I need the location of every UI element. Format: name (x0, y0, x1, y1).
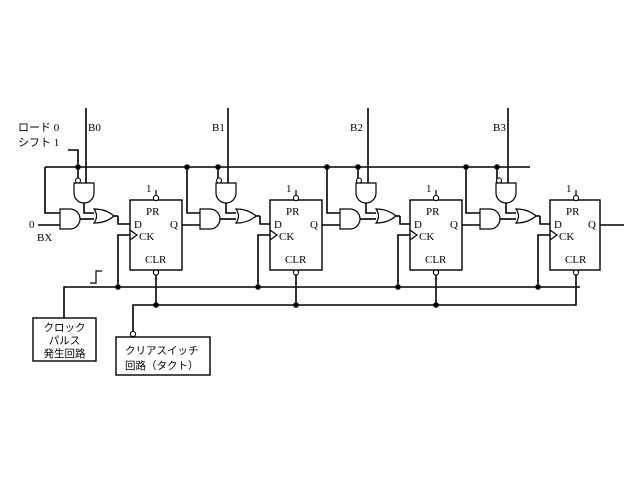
ff3-d-label: D (554, 219, 562, 231)
ff3-ck-label: CK (559, 231, 574, 243)
stage-1-logic (186, 167, 270, 230)
mode-shift-label: シフト 1 (18, 137, 59, 149)
mode-load-label: ロード 0 (18, 122, 60, 134)
flip-flop-1 (269, 194, 323, 276)
stage-3-logic (465, 167, 550, 230)
parallel-input-b1-label: B1 (212, 122, 225, 134)
ff1-pr-label: PR (286, 206, 300, 218)
ff0-clr-label: CLR (145, 254, 167, 266)
ff1-q-label: Q (310, 219, 318, 231)
mode-select-wire (45, 149, 530, 168)
stage-0-or-gate (92, 208, 115, 224)
stage-0-shift-and-gate (59, 208, 81, 230)
clock-block-line-1: クロック (44, 322, 86, 334)
parallel-input-b2-label: B2 (350, 122, 363, 134)
preset-level-1: 1 (286, 183, 292, 195)
ff2-q-label: Q (450, 219, 458, 231)
stage-2-logic (326, 167, 410, 230)
stage-3-or-gate (514, 208, 537, 224)
flip-flop-0 (129, 194, 183, 276)
ff0-ck-label: CK (139, 231, 154, 243)
stage-3-shift-and-gate (479, 208, 501, 230)
serial-input-value: 0 (29, 219, 35, 231)
stage-3-load-and-gate (495, 182, 517, 204)
clock-bus (63, 234, 580, 318)
clear-block-line-2: 回路（タクト） (125, 359, 199, 372)
flip-flop-3 (549, 194, 601, 276)
stage-0-load-and-gate (73, 182, 95, 204)
stage-0-logic (44, 167, 130, 230)
flip-flop-2 (409, 194, 463, 276)
ff1-ck-label: CK (279, 231, 294, 243)
clear-switch-block: クリアスイッチ 回路（タクト） (115, 336, 211, 376)
ff2-ck-label: CK (419, 231, 434, 243)
parallel-input-b3-label: B3 (493, 122, 506, 134)
stage-2-shift-and-gate (339, 208, 361, 230)
ff1-d-label: D (274, 219, 282, 231)
preset-level-2: 1 (426, 183, 432, 195)
ff2-d-label: D (414, 219, 422, 231)
parallel-input-lines (85, 108, 509, 183)
rising-edge-symbol (90, 270, 102, 284)
ff1-clr-label: CLR (285, 254, 307, 266)
ff0-pr-label: PR (146, 206, 160, 218)
clear-bus (129, 275, 577, 338)
stage-2-load-and-gate (355, 182, 377, 204)
ff0-d-label: D (134, 219, 142, 231)
preset-level-3: 1 (566, 183, 572, 195)
stage-1-load-and-gate (215, 182, 237, 204)
clock-block-line-3: 発生回路 (44, 347, 86, 360)
ff0-q-label: Q (170, 219, 178, 231)
stage-2-or-gate (374, 208, 397, 224)
ff2-clr-label: CLR (425, 254, 447, 266)
ff3-clr-label: CLR (565, 254, 587, 266)
serial-input-name: BX (37, 232, 52, 244)
clock-block-line-2: パルス (49, 335, 81, 347)
stage-1-shift-and-gate (199, 208, 221, 230)
clear-block-line-1: クリアスイッチ (125, 345, 199, 357)
ff2-pr-label: PR (426, 206, 440, 218)
stage-1-or-gate (234, 208, 257, 224)
ff3-q-label: Q (588, 219, 596, 231)
parallel-input-b0-label: B0 (88, 122, 101, 134)
clock-generator-block: クロック パルス 発生回路 (32, 317, 97, 362)
preset-level-0: 1 (146, 183, 152, 195)
ff3-pr-label: PR (566, 206, 580, 218)
